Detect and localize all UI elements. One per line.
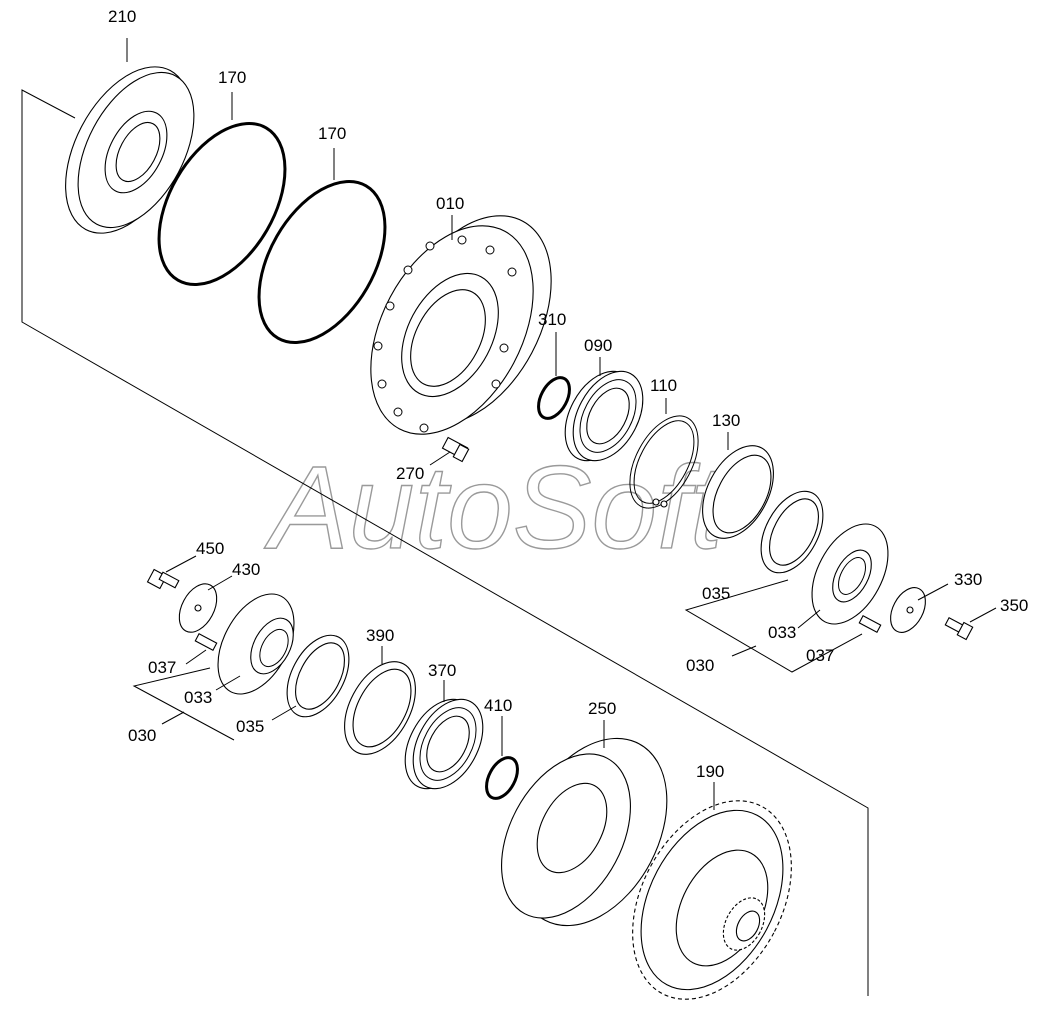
label-330: 330: [954, 570, 982, 589]
part-250-cover: [501, 720, 668, 927]
part-410-o-ring: [485, 716, 519, 800]
part-110-snap-ring: [629, 398, 699, 509]
assembly-frame: [21, 89, 869, 996]
label-130: 130: [712, 411, 740, 430]
label-030-left: 030: [128, 726, 156, 745]
label-310: 310: [538, 310, 566, 329]
part-037-stud-left: [194, 633, 218, 651]
label-430: 430: [232, 560, 260, 579]
part-090-bearing: [564, 357, 644, 462]
label-035-left: 035: [236, 717, 264, 736]
part-035-seal-left: [286, 634, 350, 718]
part-450-bolt: [146, 555, 197, 590]
label-410: 410: [484, 696, 512, 715]
label-110: 110: [650, 376, 677, 395]
label-030-right: 030: [686, 656, 714, 675]
callout-bracket-right: [684, 579, 863, 673]
label-170-b: 170: [318, 124, 346, 143]
callout-bracket-left: [132, 649, 297, 741]
label-037-left: 037: [148, 658, 176, 677]
part-130-ring: [702, 432, 774, 539]
callout-labels: 210 170 170 010 310 090 110 130 270 450 …: [108, 7, 1028, 781]
part-170-o-ring-b: [257, 148, 387, 345]
part-330-washer: [890, 583, 949, 633]
part-430-washer: [178, 575, 233, 633]
watermark: AutoSoft: [264, 442, 727, 574]
label-035-right: 035: [702, 584, 730, 603]
part-390-ring: [344, 646, 416, 755]
label-370: 370: [428, 661, 456, 680]
label-270: 270: [396, 464, 424, 483]
part-033-flange-left: [217, 593, 295, 695]
part-170-o-ring-a: [157, 92, 287, 287]
part-270-bolt: [429, 436, 470, 466]
label-090: 090: [584, 336, 612, 355]
part-190-gear: [632, 782, 792, 1000]
label-450: 450: [196, 539, 224, 558]
part-037-stud-right: [858, 615, 882, 633]
label-037-right: 037: [806, 646, 834, 665]
label-033-right: 033: [768, 623, 796, 642]
label-170-a: 170: [218, 68, 246, 87]
part-010-housing: [370, 215, 552, 435]
label-250: 250: [588, 699, 616, 718]
part-210-cover-plate: [65, 38, 195, 234]
label-033-left: 033: [184, 688, 212, 707]
label-010: 010: [436, 194, 464, 213]
part-350-bolt: [944, 607, 997, 641]
part-370-bearing: [404, 680, 484, 790]
label-390: 390: [366, 626, 394, 645]
label-350: 350: [1000, 596, 1028, 615]
part-035-seal-right: [760, 490, 824, 574]
part-310-o-ring: [537, 332, 571, 420]
label-190: 190: [696, 762, 724, 781]
part-033-flange-right: [811, 523, 889, 625]
label-210: 210: [108, 7, 136, 26]
